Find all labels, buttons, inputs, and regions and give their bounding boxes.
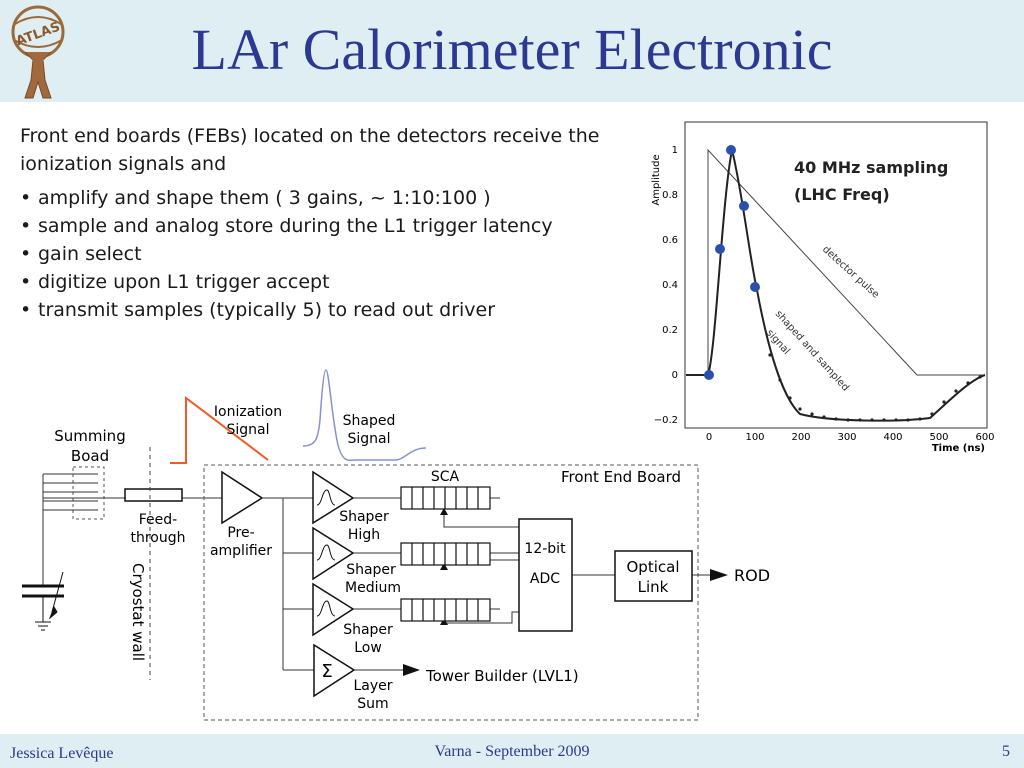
sample-point	[750, 282, 760, 292]
y-tick-label: 0.8	[662, 190, 678, 201]
sca-high	[400, 486, 491, 510]
bullet-item: gain select	[20, 240, 620, 268]
shaper-medium	[312, 526, 355, 581]
feedthrough-label-1: Feed-	[139, 512, 177, 528]
rod-arrow	[710, 569, 728, 581]
bullet-list: amplify and shape them ( 3 gains, ~ 1:10…	[20, 184, 620, 324]
shaper-low-label-1: Shaper	[343, 622, 393, 638]
pulse-plot: Amplitude 1 0.8 0.6 0.4 0.2 0 −0.2 0 100…	[651, 121, 995, 454]
front-end-board-label: Front End Board	[561, 468, 681, 486]
adc-label-1: 12-bit	[524, 541, 566, 557]
summing-board-box	[72, 466, 105, 520]
cryostat-wall-label: Cryostat wall	[129, 563, 147, 661]
header-band	[0, 0, 1024, 102]
sca-label: SCA	[431, 469, 460, 485]
y-tick-label: −0.2	[654, 415, 678, 426]
shaper-medium-label-1: Shaper	[346, 562, 396, 578]
y-ticks: 1 0.8 0.6 0.4 0.2 0 −0.2	[654, 145, 678, 426]
x-tick-label: 300	[837, 432, 856, 443]
sample-points	[704, 145, 760, 380]
feedthrough-box	[124, 488, 183, 502]
sca-high-arrow	[440, 508, 448, 515]
sample-point	[726, 145, 736, 155]
sigma-symbol: Σ	[321, 661, 332, 682]
plot-frame	[684, 121, 988, 429]
x-tick-label: 500	[929, 432, 948, 443]
y-tick-label: 1	[672, 145, 678, 156]
sca-medium	[400, 542, 491, 566]
shaper-high	[312, 470, 355, 525]
y-tick-label: 0.4	[662, 280, 678, 291]
shaped-signal-curve	[686, 149, 986, 422]
rod-label: ROD	[734, 566, 770, 585]
optical-label-1: Optical	[627, 558, 680, 576]
x-tick-label: 400	[883, 432, 902, 443]
x-tick-label: 200	[791, 432, 810, 443]
shaper-low	[312, 582, 355, 637]
y-tick-label: 0.6	[662, 235, 678, 246]
layer-sum-label-2: Sum	[357, 696, 388, 712]
sca-med-arrow	[440, 563, 448, 570]
plot-annotation-1: 40 MHz sampling	[794, 158, 948, 177]
shaper-low-label-2: Low	[354, 640, 382, 656]
intro-text: Front end boards (FEBs) located on the d…	[20, 125, 600, 175]
feedthrough-label-2: through	[130, 530, 185, 546]
ionization-signal-shape	[170, 395, 269, 464]
adc-box	[518, 518, 573, 632]
bullet-item: sample and analog store during the L1 tr…	[20, 212, 620, 240]
y-tick-label: 0	[672, 370, 678, 381]
preamp-label-1: Pre-	[227, 525, 254, 541]
preamp-label-2: amplifier	[210, 543, 272, 559]
detector-pulse-label: detector pulse	[820, 244, 881, 301]
optical-label-2: Link	[638, 578, 669, 596]
bullet-item: transmit samples (typically 5) to read o…	[20, 296, 620, 324]
ionization-label-2: Signal	[226, 422, 269, 438]
footer-band: Jessica Levêque Varna - September 2009 5	[0, 734, 1024, 768]
shaper-medium-label-2: Medium	[345, 580, 401, 596]
x-ticks: 0 100 200 300 400 500 600	[706, 432, 995, 443]
tower-arrow	[403, 664, 420, 676]
capacitor-icon	[22, 571, 64, 631]
page-number: 5	[1002, 743, 1010, 760]
shaper-high-label-2: High	[348, 527, 380, 543]
x-tick-label: 100	[745, 432, 764, 443]
sample-point	[715, 244, 725, 254]
sca-low	[400, 598, 491, 622]
x-tick-label: 600	[975, 432, 994, 443]
preamp-triangle	[221, 470, 264, 525]
summing-board-label-1: Summing	[54, 427, 125, 445]
shaped-signal-shape	[302, 369, 427, 462]
optical-link-box	[614, 550, 693, 602]
y-tick-label: 0.2	[662, 325, 678, 336]
atlas-logo: ATLAS	[11, 5, 65, 99]
shaped-label-1: Shaped	[343, 413, 396, 429]
summing-board-lines	[42, 473, 126, 585]
text-content: Front end boards (FEBs) located on the d…	[20, 122, 620, 324]
sample-point	[739, 201, 749, 211]
fine-sample-dots	[768, 353, 982, 422]
sample-point	[704, 370, 714, 380]
front-end-board-box	[203, 464, 699, 721]
bullet-item: digitize upon L1 trigger accept	[20, 268, 620, 296]
footer-author: Jessica Levêque	[10, 745, 114, 762]
ionization-label-1: Ionization	[214, 404, 282, 420]
tower-builder-label: Tower Builder (LVL1)	[425, 667, 579, 685]
layer-sum-triangle	[313, 643, 356, 698]
x-tick-label: 0	[706, 432, 712, 443]
layer-sum-label-1: Layer	[353, 678, 392, 694]
adc-label-2: ADC	[530, 571, 560, 587]
footer-event: Varna - September 2009	[434, 743, 590, 760]
y-axis-label: Amplitude	[651, 154, 662, 205]
x-axis-label: Time (ns)	[932, 443, 985, 454]
slide-title: LAr Calorimeter Electronic	[191, 17, 833, 82]
shaped-label-2: Signal	[347, 431, 390, 447]
electronics-diagram: Summing Boad Feed- through Cryostat wall…	[22, 369, 770, 721]
plot-annotation-2: (LHC Freq)	[794, 185, 890, 204]
shaper-high-label-1: Shaper	[339, 509, 389, 525]
bullet-item: amplify and shape them ( 3 gains, ~ 1:10…	[20, 184, 620, 212]
summing-board-label-2: Boad	[71, 447, 109, 465]
